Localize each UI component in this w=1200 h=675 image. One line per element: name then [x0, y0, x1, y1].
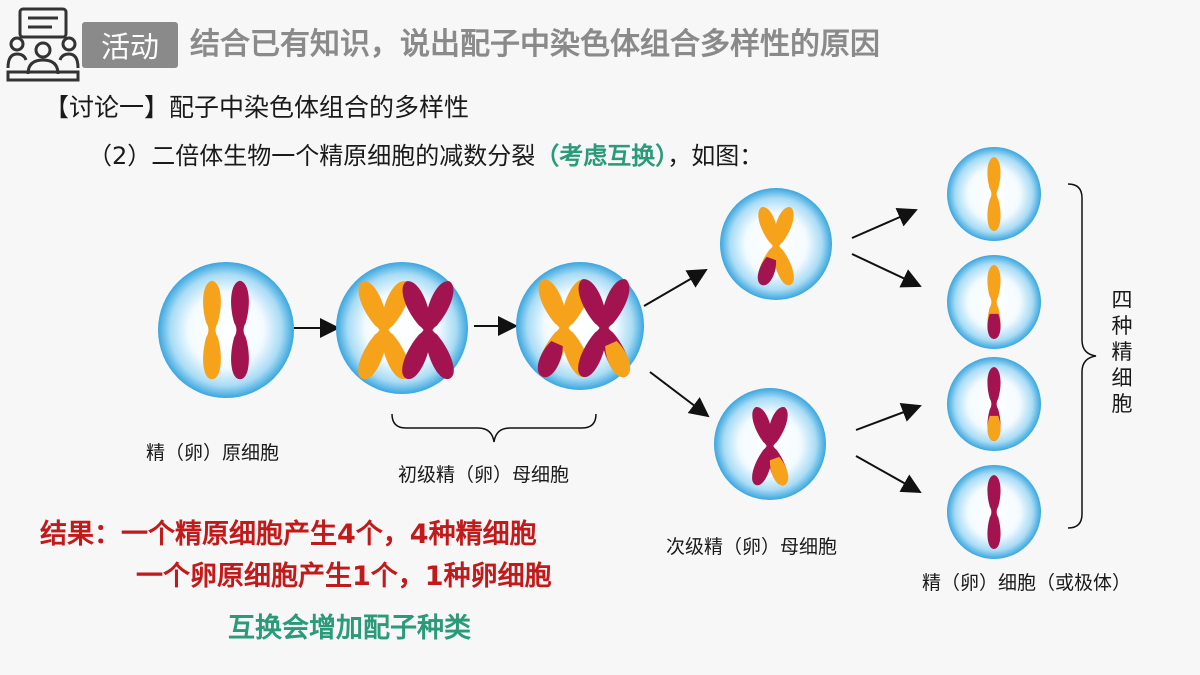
arrow [855, 402, 922, 431]
cell-primary-2 [516, 262, 644, 390]
gamete-1 [947, 147, 1041, 241]
cell-secondary-1 [720, 188, 832, 300]
label-primary: 初级精（卵）母细胞 [398, 464, 570, 486]
arrow [649, 371, 710, 418]
result-line-1: 结果：一个精原细胞产生4个，4种精细胞 [40, 519, 537, 550]
subtitle-highlight: （考虑互换） [535, 142, 668, 170]
cell-spermatogonium [158, 262, 294, 398]
conclusion: 互换会增加配子种类 [228, 613, 471, 644]
gamete-3 [947, 357, 1041, 451]
cell-primary-1 [336, 262, 468, 394]
arrow [643, 268, 708, 307]
cell-secondary-2 [714, 388, 826, 500]
gamete-4 [947, 465, 1041, 559]
page-title: 结合已有知识，说出配子中染色体组合多样性的原因 [190, 27, 880, 62]
label-secondary: 次级精（卵）母细胞 [666, 536, 838, 558]
gametes-brace [1067, 183, 1097, 529]
primary-brace [391, 413, 597, 443]
subtitle: （2）二倍体生物一个精原细胞的减数分裂（考虑互换），如图： [88, 136, 763, 171]
arrow [855, 455, 922, 493]
result-line-2: 一个卵原细胞产生1个，1种卵细胞 [136, 561, 552, 592]
label-spermatogonium: 精（卵）原细胞 [146, 442, 280, 464]
discussion-heading: 【讨论一】配子中染色体组合的多样性 [44, 93, 470, 122]
discussion-icon [6, 7, 80, 82]
subtitle-prefix: （2）二倍体生物一个精原细胞的减数分裂 [88, 142, 536, 170]
label-gametes: 精（卵）细胞（或极体） [922, 572, 1132, 594]
subtitle-suffix: ，如图： [667, 142, 764, 170]
arrow [851, 208, 918, 239]
label-four-kinds: 四种精细胞 [1111, 288, 1133, 416]
activity-tag: 活动 [82, 22, 178, 68]
arrow [851, 253, 922, 288]
gamete-2 [947, 255, 1041, 349]
